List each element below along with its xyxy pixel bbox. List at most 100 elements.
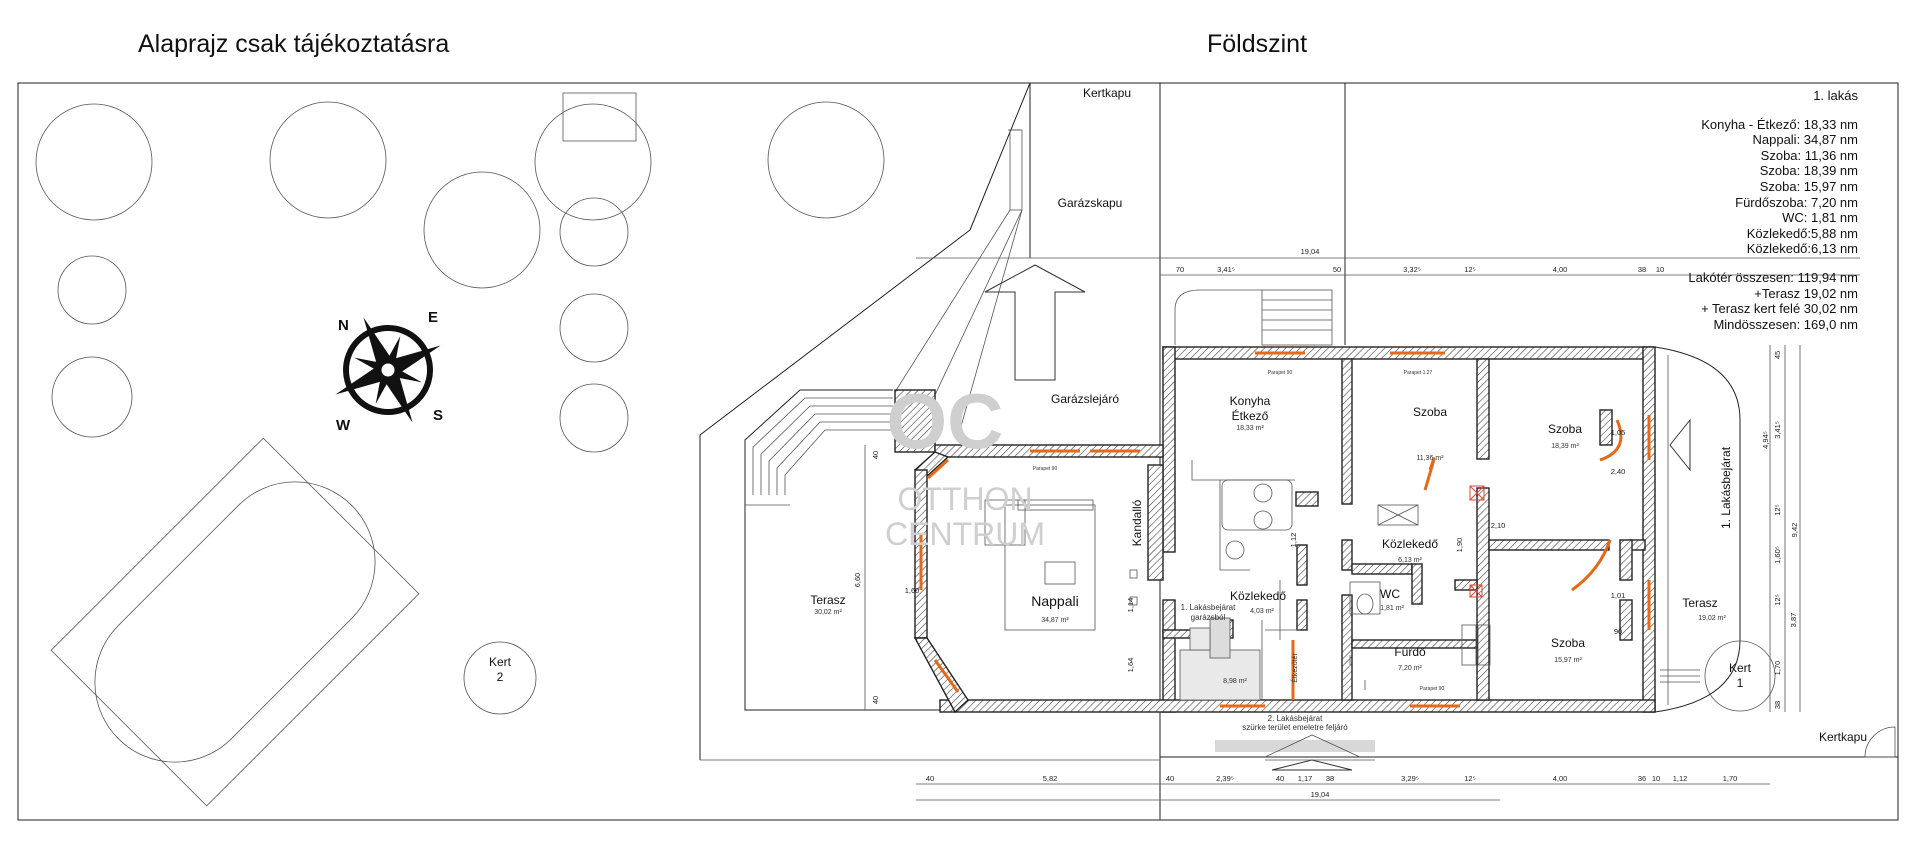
summary-room: Szoba: 11,36 nm	[1760, 147, 1858, 163]
label-szoba-1: Szoba	[1413, 405, 1447, 419]
garden-1-label: Kert	[1729, 661, 1752, 675]
dim-bottom-12: 10	[1652, 774, 1660, 783]
dim-right-7: 1,70	[1773, 661, 1782, 676]
dim-door-e: 1,60	[905, 586, 920, 595]
compass-n: N	[338, 317, 349, 334]
label-terasz-right-area: 19,02 m²	[1698, 615, 1726, 622]
summary-total: Mindösszesen: 169,0 nm	[1713, 316, 1858, 332]
house-walls	[894, 346, 1656, 714]
label-wc-area: 1,81 m²	[1380, 605, 1404, 612]
right-terrace	[1654, 346, 1741, 713]
label-kozleked-2: Közlekedő	[1230, 589, 1286, 603]
label-furdo-area: 7,20 m²	[1398, 665, 1422, 672]
summary-room: Konyha - Étkező: 18,33 nm	[1701, 116, 1858, 132]
garage-ramp-arrow	[984, 264, 1086, 381]
compass-rose: N E S W	[335, 309, 443, 434]
label-terasz-left-area: 30,02 m²	[814, 609, 842, 616]
dim-door-b: 2,40	[1611, 467, 1626, 476]
dim-top-5: 12⁵	[1464, 265, 1475, 274]
summary-room: Fürdőszoba: 7,20 nm	[1735, 194, 1858, 210]
entrance-arrow	[1271, 759, 1353, 771]
label-garage-entrance-2: garázsból	[1191, 613, 1226, 622]
summary-room: Szoba: 15,97 nm	[1759, 178, 1858, 194]
label-garage-entrance-1: 1. Lakásbejárat	[1181, 603, 1236, 612]
dim-bottom-11: 36	[1638, 774, 1646, 783]
dimension-lines	[864, 257, 1860, 801]
dim-right-2: 3,41⁵	[1773, 421, 1782, 439]
dim-top-7: 38	[1638, 265, 1646, 274]
dim-left-total: 6,60	[853, 573, 862, 588]
dim-right-1: 45	[1773, 351, 1782, 359]
dim-top-1: 70	[1176, 265, 1184, 274]
watermark-line2: CENTRUM	[885, 516, 1045, 552]
dim-top-4: 3,32⁵	[1403, 265, 1421, 274]
label-terasz-left: Terasz	[810, 593, 845, 607]
summary-room: Szoba: 18,39 nm	[1759, 163, 1858, 179]
dim-bottom-1: 40	[926, 774, 934, 783]
summary-total: +Terasz 19,02 nm	[1754, 285, 1858, 301]
watermark-line1: OTTHON	[897, 481, 1032, 517]
dim-door-f: 90	[1614, 627, 1622, 636]
floor-title: Földszint	[1207, 30, 1308, 58]
label-szoba-2: Szoba	[1548, 422, 1582, 436]
label-konyha-area: 18,33 m²	[1236, 425, 1264, 432]
dim-right-side: 4,94⁵	[1761, 431, 1770, 449]
label-kozleked-2-area: 4,03 m²	[1250, 608, 1274, 615]
watermark-logo: OC	[887, 377, 1004, 465]
label-kertkapu-bottom: Kertkapu	[1819, 730, 1867, 744]
label-parapet-90a: Parapet 90	[1268, 370, 1293, 376]
summary-total: Lakótér összesen: 119,94 nm	[1688, 269, 1858, 285]
dim-bottom-5: 40	[1276, 774, 1284, 783]
agency-watermark: OC OTTHON CENTRUM	[885, 377, 1045, 552]
garden-2-label: Kert	[489, 655, 512, 669]
label-kozleked-1: Közlekedő	[1382, 537, 1438, 551]
dim-mid-c: 1,12	[1289, 533, 1298, 548]
dimension-labels: 19,04 70 3,41⁵ 50 3,32⁵ 12⁵ 4,00 38 10 4…	[853, 247, 1799, 799]
dim-bottom-4: 2,39⁵	[1216, 774, 1234, 783]
dim-mid-a: 1,14	[1126, 598, 1135, 613]
dim-right-8: 38	[1773, 701, 1782, 709]
dim-bottom-2: 5,82	[1043, 774, 1058, 783]
dim-right-3: 12⁵	[1773, 504, 1782, 515]
label-terasz-right: Terasz	[1682, 596, 1717, 610]
label-lakasbejarat: 1. Lakásbejárat	[1719, 446, 1733, 529]
garden-2-number: 2	[497, 670, 504, 684]
dim-bottom-14: 1,70	[1723, 774, 1738, 783]
dim-top-total: 19,04	[1301, 247, 1320, 256]
label-stair-area: 8,98 m²	[1223, 678, 1247, 685]
dim-bottom-8: 3,29⁵	[1401, 774, 1419, 783]
dim-bottom-13: 1,12	[1673, 774, 1688, 783]
compass-s: S	[433, 407, 443, 424]
label-etkezo: Étkező	[1232, 408, 1269, 423]
label-kozleked-1-area: 6,13 m²	[1398, 557, 1422, 564]
label-parapet-90c: Parapet 90	[1420, 686, 1445, 692]
dim-top-8: 10	[1656, 265, 1664, 274]
dim-bottom-6: 1,17	[1298, 774, 1313, 783]
dim-left-small-1: 40	[871, 451, 880, 459]
dim-bottom-3: 40	[1166, 774, 1174, 783]
garden-gate-door	[1864, 726, 1896, 758]
dim-right-4: 1,60⁵	[1773, 546, 1782, 564]
label-kertkapu-top: Kertkapu	[1083, 86, 1131, 100]
summary-unit: 1. lakás	[1813, 88, 1858, 103]
area-summary: 1. lakás Konyha - Étkező: 18,33 nm Nappa…	[1688, 88, 1858, 332]
dim-right-5: 12⁵	[1773, 594, 1782, 605]
dim-top-3: 50	[1333, 265, 1341, 274]
terrace-steps	[744, 389, 1160, 711]
label-szoba-1-area: 11,36 m²	[1416, 455, 1444, 462]
label-parapet-127: Parapet 1.27	[1404, 370, 1433, 376]
dim-door-c: 1,01	[1611, 591, 1626, 600]
label-nappali-area: 34,87 m²	[1041, 617, 1069, 624]
label-etkezo-vertical: Étkezőtér	[1290, 653, 1299, 683]
garden-1-number: 1	[1737, 676, 1744, 690]
label-garazskapu: Garázskapu	[1058, 196, 1123, 210]
fixtures	[984, 289, 1491, 752]
label-nappali: Nappali	[1031, 593, 1078, 609]
label-szoba-3-area: 15,97 m²	[1554, 657, 1582, 664]
summary-room: Közlekedő:5,88 nm	[1746, 225, 1858, 241]
summary-room: WC: 1,81 nm	[1782, 210, 1858, 226]
label-szoba-2-area: 18,39 m²	[1551, 443, 1579, 450]
dim-left-small-2: 40	[871, 696, 880, 704]
dim-bottom-7: 38	[1326, 774, 1334, 783]
dim-right-6: 3,87	[1789, 613, 1798, 628]
